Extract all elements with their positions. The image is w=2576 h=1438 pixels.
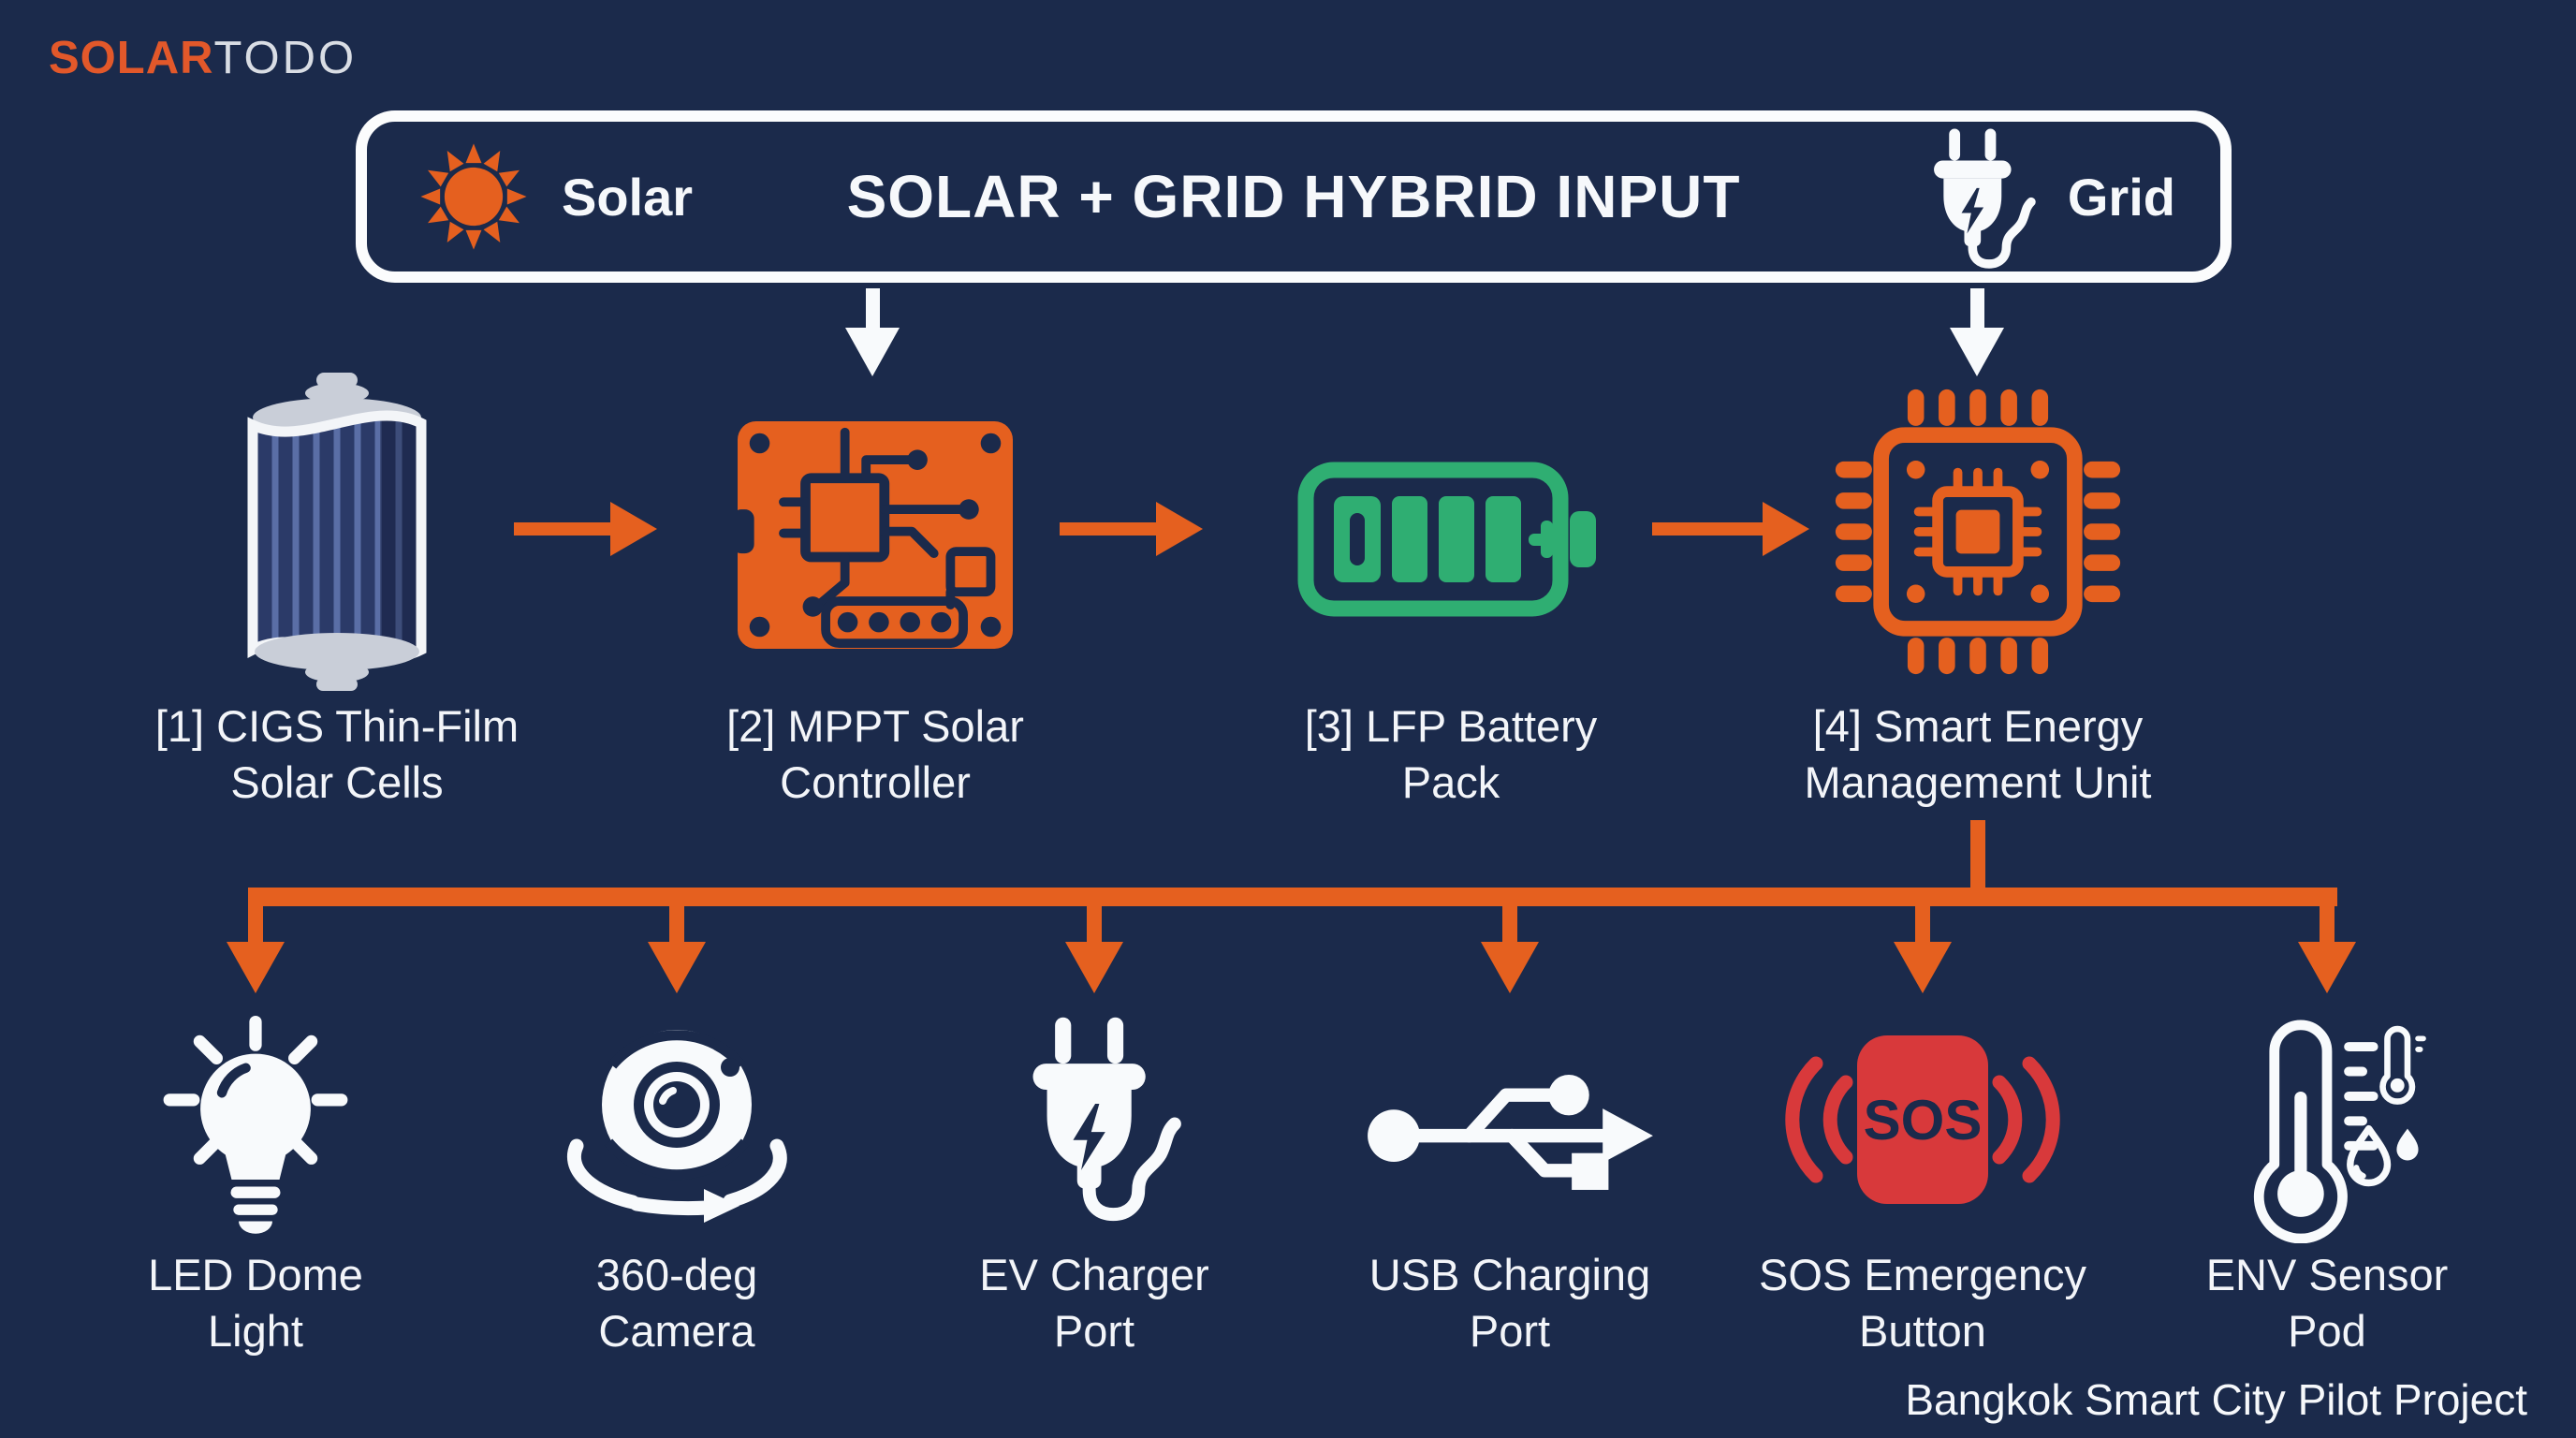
ev-plug-icon — [1032, 1017, 1181, 1222]
solar-input-group: Solar — [412, 135, 693, 258]
component-smart-energy-unit: [4] Smart Energy Management Unit — [1753, 373, 2203, 822]
microchip-icon — [1835, 389, 2121, 675]
component-label: [3] LFP Battery Pack — [1304, 701, 1598, 807]
output-360-camera: 360-deg Camera — [461, 1011, 892, 1404]
sun-icon — [420, 143, 527, 250]
component-cigs-solar-cells: [1] CIGS Thin-Film Solar Cells — [112, 373, 562, 822]
component-lfp-battery: [3] LFP Battery Pack — [1226, 373, 1676, 822]
usb-icon — [1368, 1075, 1653, 1190]
output-env-sensor: ENV Sensor Pod — [2112, 1011, 2542, 1404]
env-sensor-icon — [2253, 1020, 2426, 1243]
output-led-dome-light: LED Dome Light — [40, 1011, 471, 1404]
output-label: ENV Sensor Pod — [2205, 1250, 2449, 1356]
light-bulb-icon — [163, 1015, 348, 1234]
output-label: EV Charger Port — [979, 1250, 1209, 1356]
output-usb-port: USB Charging Port — [1295, 1011, 1725, 1404]
output-label: LED Dome Light — [148, 1250, 363, 1356]
grid-plug-icon — [1933, 128, 2036, 269]
brand-logo-primary: SOLAR — [49, 33, 214, 83]
battery-icon — [1297, 462, 1596, 617]
distribution-bus — [248, 888, 2337, 906]
output-ev-charger: EV Charger Port — [879, 1011, 1310, 1404]
output-label: SOS Emergency Button — [1758, 1250, 2087, 1356]
brand-logo: SOLARTODO — [49, 32, 357, 84]
output-sos-button: SOS SOS Emergency Button — [1707, 1011, 2138, 1404]
brand-logo-secondary: TODO — [213, 33, 358, 83]
component-label: [1] CIGS Thin-Film Solar Cells — [154, 701, 520, 807]
sos-icon: SOS — [1785, 1035, 2060, 1204]
hybrid-input-title: SOLAR + GRID HYBRID INPUT — [846, 163, 1741, 230]
grid-input-group: Grid — [1910, 125, 2175, 270]
camera-360-icon — [566, 1030, 787, 1223]
grid-input-label: Grid — [2067, 167, 2175, 227]
component-label: [2] MPPT Solar Controller — [726, 701, 1024, 807]
pcb-circuit-icon — [737, 421, 1013, 650]
output-label: 360-deg Camera — [595, 1250, 758, 1356]
component-label: [4] Smart Energy Management Unit — [1804, 701, 2152, 807]
solar-input-label: Solar — [562, 167, 694, 227]
output-label: USB Charging Port — [1368, 1250, 1651, 1356]
bus-drop-line — [1970, 820, 1985, 889]
hybrid-input-box: Solar SOLAR + GRID HYBRID INPUT Grid — [356, 110, 2232, 283]
footer-caption: Bangkok Smart City Pilot Project — [1905, 1375, 2527, 1424]
component-mppt-controller: [2] MPPT Solar Controller — [651, 373, 1100, 822]
sos-badge-text: SOS — [1864, 1089, 1983, 1152]
solar-film-roll-icon — [247, 373, 427, 691]
